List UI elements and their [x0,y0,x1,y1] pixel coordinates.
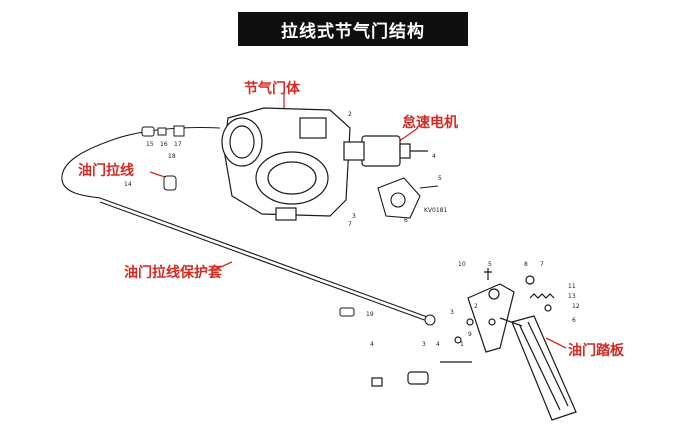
part-label-3c: 3 [422,341,426,348]
part-label-19: 19 [366,311,374,318]
part-label-2: 2 [348,111,352,118]
part-label-14: 14 [124,181,132,188]
cable-clip [163,175,177,191]
diagram-title: 拉线式节气门结构 [238,12,468,46]
part-label-17: 17 [174,141,182,148]
part-label-6b: 6 [572,317,576,324]
cable-clamp [339,307,355,317]
part-label-13: 13 [568,293,576,300]
part-label-3: 3 [352,213,356,220]
pedal-assembly [371,268,577,421]
callout-throttle-body: 节气门体 [244,81,300,97]
part-label-4b: 4 [436,341,440,348]
part-label-5: 5 [438,175,442,182]
part-label-5b: 5 [488,261,492,268]
part-label-18: 18 [168,153,176,160]
part-label-2b: 2 [474,303,478,310]
part-label-9: 9 [468,331,472,338]
callout-idle-motor: 怠速电机 [402,115,458,131]
throttle-cable [61,126,431,323]
part-number-labels: 15 16 17 18 14 2 3 4 5 6 7 KV0181 19 10 … [124,111,580,348]
part-label-4: 4 [432,153,436,160]
part-label-10: 10 [458,261,466,268]
part-label-3b: 3 [450,309,454,316]
callout-cable-sheath: 油门拉线保护套 [124,265,222,281]
part-label-11: 11 [568,283,576,290]
part-label-12: 12 [572,303,580,310]
part-label-1: 1 [460,341,464,348]
part-label-6: 6 [404,217,408,224]
part-label-7: 7 [348,221,352,228]
callout-accelerator-pedal: 油门踏板 [568,343,624,359]
throttle-body [221,107,351,221]
cable-end-fittings [141,125,436,326]
part-label-4c: 4 [370,341,374,348]
part-label-15: 15 [146,141,154,148]
part-label-16: 16 [160,141,168,148]
part-label-8: 8 [524,261,528,268]
callout-throttle-cable: 油门拉线 [78,163,134,179]
throttle-position-sensor [377,177,439,219]
idle-motor [343,135,428,167]
part-label-7b: 7 [540,261,544,268]
figure-code: KV0181 [424,207,447,214]
